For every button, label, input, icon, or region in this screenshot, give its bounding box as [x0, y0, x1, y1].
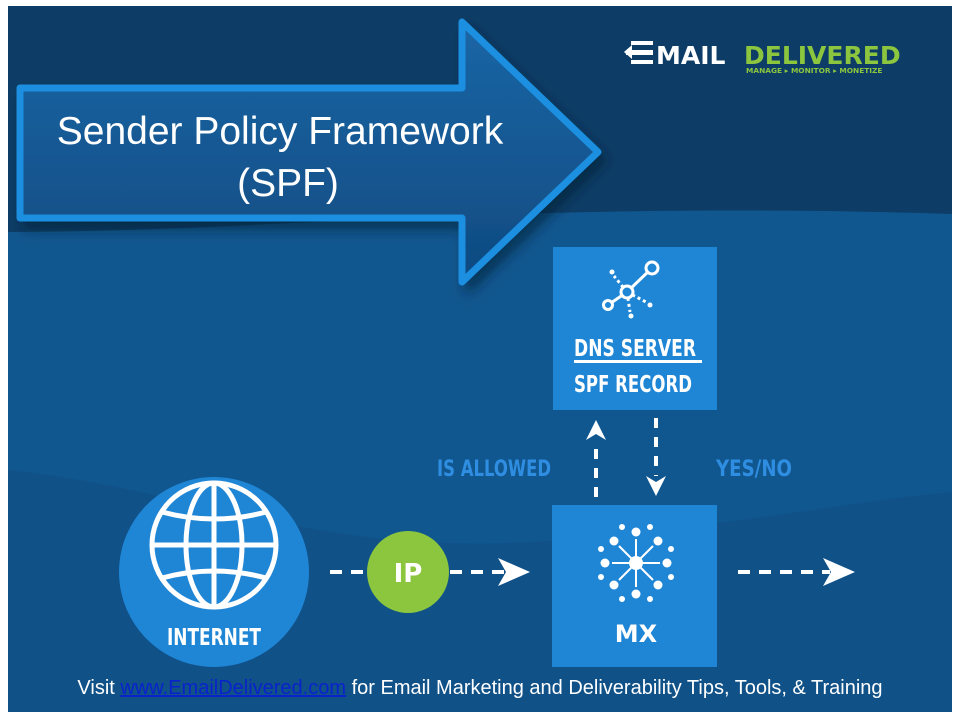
- footer-suffix: for Email Marketing and Deliverability T…: [346, 677, 883, 699]
- internet-label: INTERNET: [167, 625, 261, 651]
- email-delivered-logo: MAIL DELIVERED MANAGE ▸ MONITOR ▸ MONETI…: [624, 41, 901, 75]
- is-allowed-label: IS ALLOWED: [437, 457, 551, 482]
- ip-label: IP: [394, 559, 423, 589]
- dns-server-box: DNS SERVER SPF RECORD: [553, 247, 717, 410]
- footer-prefix: Visit: [77, 677, 121, 699]
- title-arrow: [16, 18, 602, 286]
- mx-outgoing-arrow: [738, 558, 855, 586]
- page-title-line1: Sender Policy Framework: [57, 110, 504, 153]
- footer-link[interactable]: www.EmailDelivered.com: [120, 677, 347, 699]
- globe-icon: [149, 480, 279, 610]
- mx-box: MX: [552, 505, 717, 667]
- page-title-line2: (SPF): [237, 162, 339, 205]
- yes-no-arrow: [646, 418, 666, 496]
- hub-spokes-icon: [598, 524, 674, 602]
- spf-record-label: SPF RECORD: [574, 372, 692, 398]
- logo-tagline: MANAGE ▸ MONITOR ▸ MONETIZE: [746, 66, 882, 75]
- logo-word-mail: MAIL: [656, 41, 726, 70]
- dns-divider: [574, 360, 702, 363]
- network-nodes-icon: [602, 260, 660, 313]
- logo-word-delivered: DELIVERED: [744, 41, 901, 70]
- e-arrows-icon: [624, 41, 653, 64]
- mx-label: MX: [615, 620, 658, 648]
- dns-server-label: DNS SERVER: [574, 336, 696, 362]
- internet-node: INTERNET: [119, 477, 309, 667]
- internet-to-mx-arrow: [330, 558, 530, 586]
- yes-no-label: YES/NO: [715, 457, 792, 482]
- ip-badge: IP: [367, 531, 449, 613]
- is-allowed-arrow: [586, 420, 606, 497]
- footer-caption: Visit www.EmailDelivered.com for Email M…: [0, 668, 960, 708]
